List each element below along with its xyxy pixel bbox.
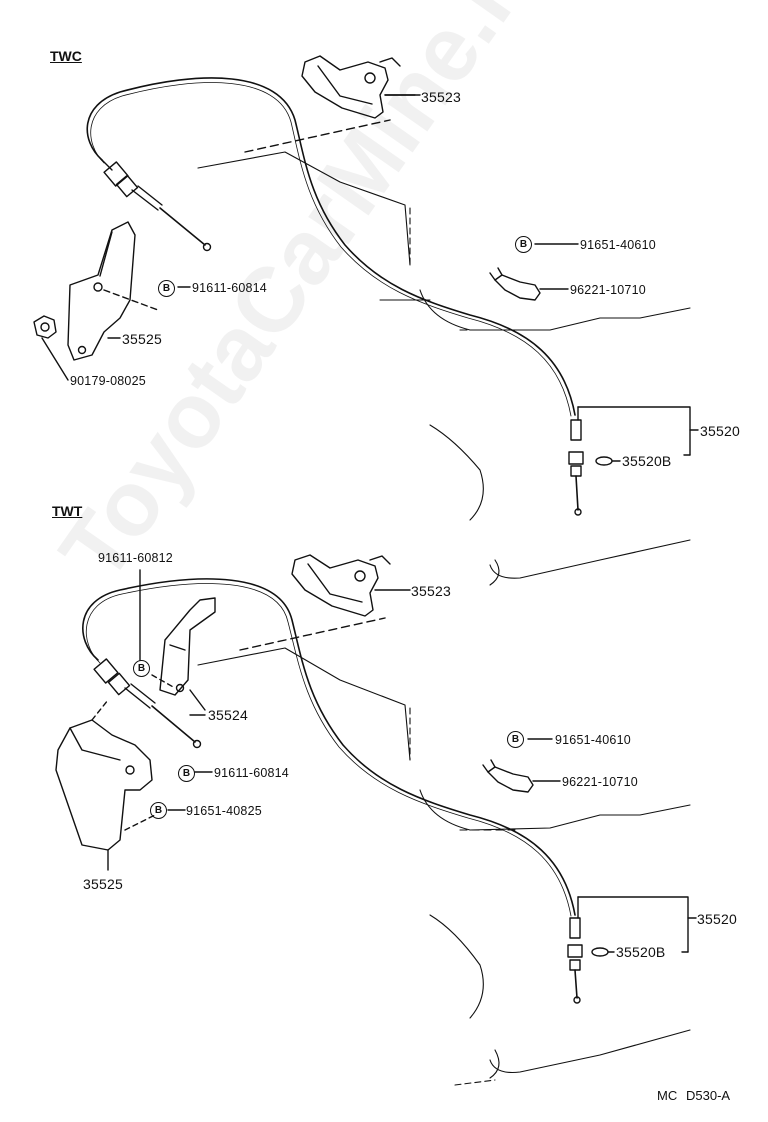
part-label-35523-top: 35523 <box>421 89 461 105</box>
part-label-90179-08025: 90179-08025 <box>70 374 146 388</box>
part-label-35520-bottom: 35520 <box>697 911 737 927</box>
bolt-marker-icon: B <box>133 660 150 677</box>
section-title-twt: TWT <box>52 503 83 519</box>
top-section-drawing <box>33 55 699 586</box>
section-title-twc: TWC <box>50 48 82 64</box>
part-label-35520-top: 35520 <box>700 423 740 439</box>
part-label-35523-bottom: 35523 <box>411 583 451 599</box>
part-label-35525-bottom: 35525 <box>83 876 123 892</box>
bolt-marker-icon: B <box>507 731 524 748</box>
bolt-marker-icon: B <box>150 802 167 819</box>
part-label-35524: 35524 <box>208 707 248 723</box>
footer-code-right: D530-A <box>686 1088 731 1103</box>
bolt-marker-icon: B <box>515 236 532 253</box>
part-label-91611-60814-bottom: 91611-60814 <box>214 766 289 780</box>
part-label-91611-60812: 91611-60812 <box>98 551 173 565</box>
footer-code-left: MC <box>657 1088 678 1103</box>
part-label-35520B-bottom: 35520B <box>616 944 666 960</box>
part-label-35520B-top: 35520B <box>622 453 672 469</box>
part-label-35525-top: 35525 <box>122 331 162 347</box>
bottom-section-drawing <box>55 554 697 1086</box>
part-label-91651-40825: 91651-40825 <box>186 804 262 818</box>
bolt-marker-icon: B <box>158 280 175 297</box>
part-label-96221-10710-bottom: 96221-10710 <box>562 775 638 789</box>
part-label-91651-40610-top: 91651-40610 <box>580 238 656 252</box>
part-label-91611-60814-top: 91611-60814 <box>192 281 267 295</box>
bolt-marker-icon: B <box>178 765 195 782</box>
part-label-91651-40610-bottom: 91651-40610 <box>555 733 631 747</box>
part-label-96221-10710-top: 96221-10710 <box>570 283 646 297</box>
